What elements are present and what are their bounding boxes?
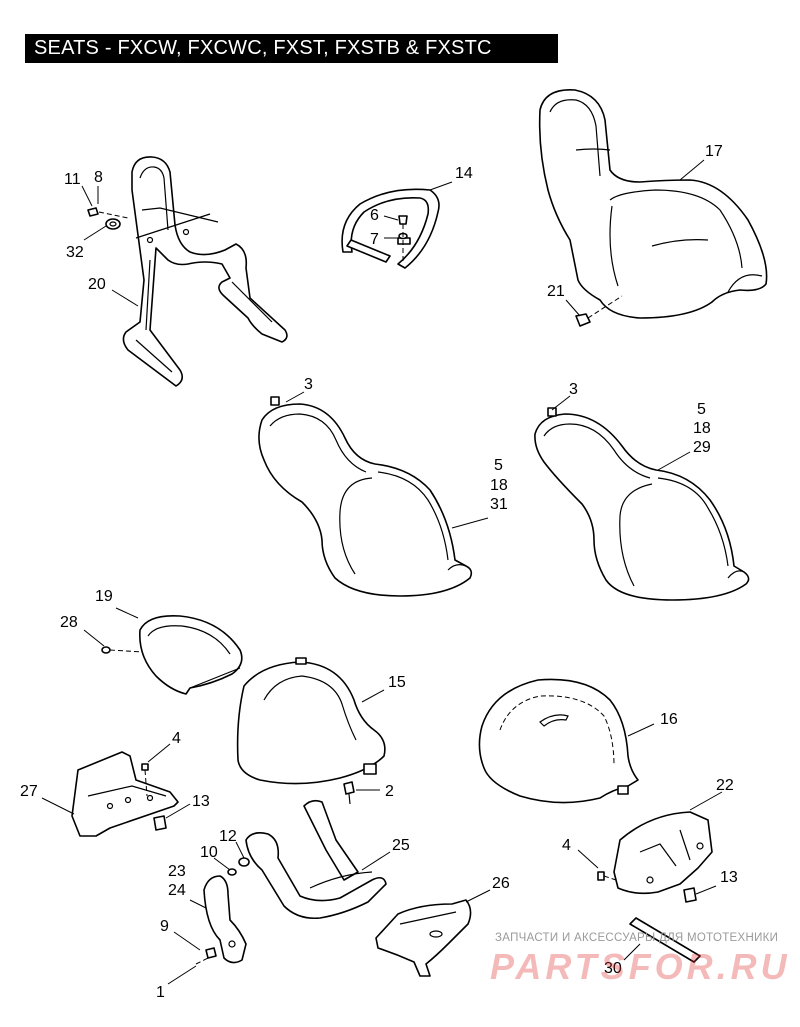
seat-pan-26-part	[375, 899, 472, 977]
solo-seat-15-part	[236, 657, 386, 785]
passenger-pillion-19-part	[139, 614, 243, 695]
leader-lines	[41, 159, 723, 985]
watermark-logo: PARTSFOR.RU	[490, 946, 791, 987]
callout-12: 12	[219, 828, 237, 845]
callout-29: 29	[693, 439, 711, 456]
nut-13a-part	[153, 815, 167, 831]
rear-bracket-22-part	[613, 811, 713, 895]
seat-pan-bracket-25-part	[245, 799, 387, 920]
solo-seat-31-part	[258, 396, 473, 597]
callout-27: 27	[20, 783, 38, 800]
callout-22: 22	[716, 777, 734, 794]
watermark-tagline: ЗАПЧАСТИ И АКСЕССУАРЫ ДЛЯ МОТОТЕХНИКИ	[495, 932, 779, 944]
nut-21-part	[575, 313, 591, 327]
screw-4b-part	[597, 871, 617, 881]
rod-30-part	[629, 917, 701, 963]
nut-13b-part	[683, 887, 697, 903]
solo-seat-29-part	[534, 407, 750, 601]
callout-31: 31	[490, 496, 508, 513]
nut-11-part	[87, 207, 99, 217]
callout-21: 21	[547, 283, 565, 300]
callout-18: 18	[490, 477, 508, 494]
callout-19: 19	[95, 588, 113, 605]
callout-7: 7	[370, 231, 379, 248]
seat-strap-part	[341, 188, 440, 269]
callout-labels: 11 8 32 20 14 6 7 17 21 3 5 18 31 3 5 18…	[20, 143, 738, 1001]
two-up-seat-17-part	[538, 89, 768, 319]
callout-3b: 3	[569, 381, 578, 398]
screw-2-part	[343, 781, 355, 805]
callout-32: 32	[66, 244, 84, 261]
callout-20: 20	[88, 276, 106, 293]
callout-4: 4	[172, 730, 181, 747]
callout-13: 13	[192, 793, 210, 810]
callout-5b: 5	[697, 401, 706, 418]
callout-18b: 18	[693, 420, 711, 437]
sissy-bar-part	[122, 156, 288, 387]
callout-28: 28	[60, 614, 78, 631]
callout-4b: 4	[562, 837, 571, 854]
page-title: SEATS - FXCW, FXCWC, FXST, FXSTB & FXSTC	[25, 34, 558, 63]
washer-12-part	[227, 857, 250, 876]
callout-14: 14	[455, 165, 473, 182]
callout-25: 25	[392, 837, 410, 854]
screw-4a-part	[141, 763, 149, 797]
screw-9-part	[195, 947, 217, 965]
callout-16: 16	[660, 711, 678, 728]
washer-32-part	[105, 218, 121, 230]
mounting-bracket-27-part	[71, 751, 179, 837]
callout-2: 2	[385, 783, 394, 800]
callout-9: 9	[160, 918, 169, 935]
callout-30: 30	[604, 960, 622, 977]
callout-24: 24	[168, 882, 186, 899]
callout-13b: 13	[720, 869, 738, 886]
side-bracket-23-24-part	[203, 875, 247, 964]
callout-8: 8	[94, 169, 103, 186]
callout-23: 23	[168, 863, 186, 880]
callout-15: 15	[388, 674, 406, 691]
callout-26: 26	[492, 875, 510, 892]
callout-1: 1	[156, 984, 165, 1001]
solo-seat-16-part	[478, 678, 639, 804]
callout-10: 10	[200, 844, 218, 861]
callout-11: 11	[64, 171, 81, 188]
callout-3: 3	[304, 376, 313, 393]
washer-28-part	[101, 646, 111, 654]
callout-17: 17	[705, 143, 723, 160]
callout-5: 5	[494, 457, 503, 474]
callout-6: 6	[370, 207, 379, 224]
